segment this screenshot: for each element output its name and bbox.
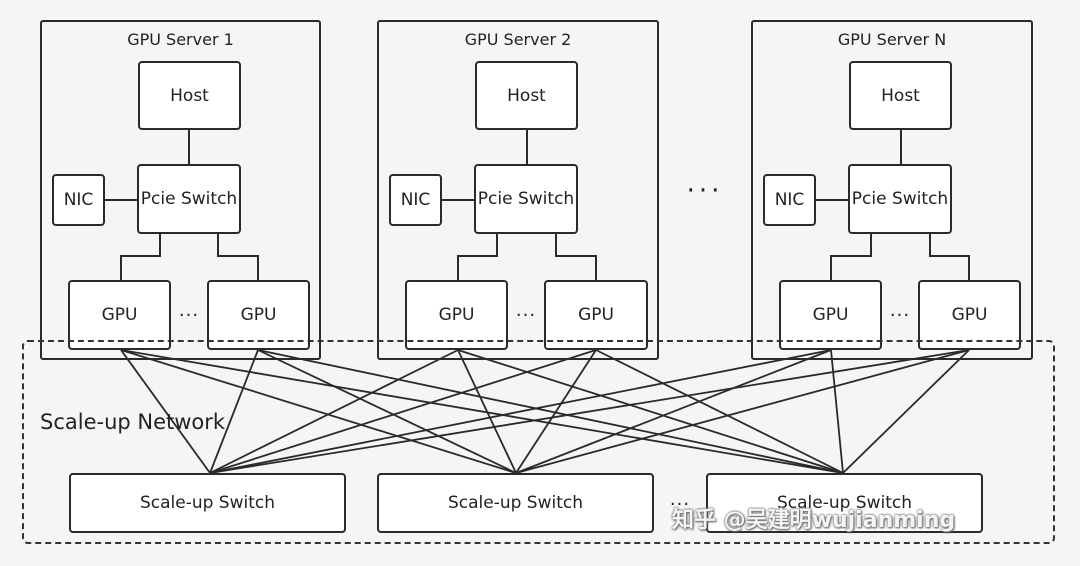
gpu-switch-link [515, 349, 970, 474]
gpu-box: GPU [918, 280, 1021, 350]
gpu-switch-link [515, 349, 597, 474]
watermark: 知乎 @吴建明wujianming [672, 508, 956, 533]
pcie-switch-box: Pcie Switch [137, 164, 241, 234]
gpu-switch-mesh [120, 349, 970, 474]
gpu-switch-link [120, 349, 211, 474]
gpu-switch-link [457, 349, 844, 474]
gpu-box: GPU [68, 280, 171, 350]
gpu-ellipsis: ··· [515, 304, 537, 326]
pcie-switch-box: Pcie Switch [474, 164, 578, 234]
switch-ellipsis: ··· [669, 493, 691, 515]
pcie-gpu-link [929, 234, 970, 280]
nic-box: NIC [389, 174, 442, 226]
gpu-box: GPU [779, 280, 882, 350]
gpu-switch-link [209, 349, 259, 474]
pcie-switch-box: Pcie Switch [848, 164, 952, 234]
scale-up-network-region [22, 340, 1055, 544]
gpu-box: GPU [405, 280, 508, 350]
gpu-server-1 [40, 20, 321, 360]
gpu-box: GPU [207, 280, 310, 350]
pcie-gpu-link [555, 234, 597, 280]
server-title: GPU Server 1 [127, 29, 234, 49]
scale-up-switch: Scale-up Switch [69, 473, 346, 533]
server-ellipsis: ··· [686, 176, 724, 206]
gpu-switch-link [457, 349, 517, 474]
gpu-box: GPU [544, 280, 648, 350]
pcie-gpu-link [217, 234, 259, 280]
gpu-switch-link [842, 349, 970, 474]
gpu-switch-link [209, 349, 459, 474]
gpu-ellipsis: ··· [178, 304, 200, 326]
pcie-gpu-link [457, 234, 498, 280]
gpu-server-n [751, 20, 1033, 360]
gpu-switch-link [830, 349, 844, 474]
host-box: Host [475, 61, 578, 130]
server-title: GPU Server N [837, 29, 947, 49]
gpu-switch-link [209, 349, 970, 474]
gpu-switch-link [209, 349, 832, 474]
gpu-switch-link [257, 349, 517, 474]
gpu-switch-link [257, 349, 844, 474]
gpu-switch-link [595, 349, 844, 474]
gpu-switch-link [120, 349, 844, 474]
pcie-gpu-link [120, 234, 161, 280]
nic-box: NIC [763, 174, 816, 226]
host-box: Host [138, 61, 241, 130]
gpu-switch-link [120, 349, 517, 474]
gpu-switch-link [515, 349, 832, 474]
nic-box: NIC [52, 174, 105, 226]
scale-up-switch: Scale-up Switch [377, 473, 654, 533]
pcie-gpu-link [830, 234, 872, 280]
host-box: Host [849, 61, 952, 130]
scale-up-switch: Scale-up Switch [706, 473, 983, 533]
gpu-switch-link [209, 349, 597, 474]
server-title: GPU Server 2 [464, 29, 572, 49]
gpu-server-2 [377, 20, 659, 360]
gpu-ellipsis: ··· [889, 304, 911, 326]
network-label: Scale-up Network [40, 410, 226, 434]
